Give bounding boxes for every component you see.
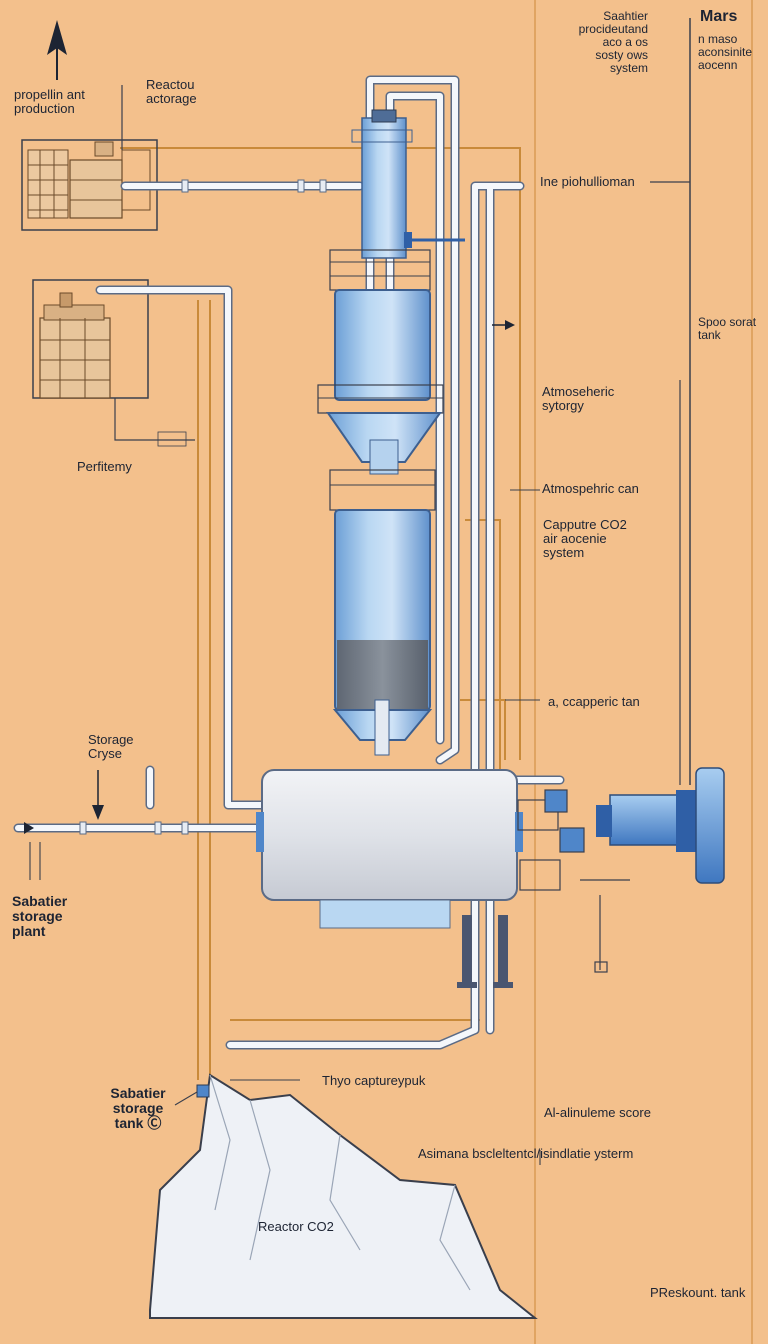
label-sabatier-top: Saahtier procideutand aco a os sosty ows… [578, 9, 648, 75]
up-arrow-icon [47, 20, 67, 55]
pipe-flanges [79, 179, 327, 835]
label-sabatier-tank: Sabatier storage tank Ⓒ [110, 1085, 166, 1131]
label-mars: Mars [700, 8, 738, 25]
label-capture-co2: Capputre CO2 air aocenie system [543, 517, 627, 560]
label-line-pipe: Ine piohullioman [540, 174, 635, 189]
valve-cluster [517, 789, 630, 973]
right-arrow-icon [24, 822, 34, 834]
leader-lines [29, 489, 541, 1165]
pump [596, 767, 725, 884]
label-propellant-production: propellin ant production [14, 87, 85, 116]
label-atmospheric-can: Atmospehric can [542, 481, 639, 496]
down-arrow-icon [92, 805, 104, 820]
leader-line [114, 398, 195, 441]
label-thyo-capture: Thyo captureypuk [322, 1073, 426, 1088]
label-spoo-tank: Spoo sorat tank [698, 315, 757, 342]
label-storage-cryse: Storage Cryse [88, 732, 134, 761]
label-al-score: Al-alinuleme score [544, 1105, 651, 1120]
label-atmospheric-storage: Atmoseheric sytorgy [542, 384, 615, 413]
mountain-valve [196, 1084, 210, 1098]
reactor-column [317, 109, 465, 756]
label-reactor-storage: Reactou actorage [146, 77, 197, 106]
right-arrow-icon [505, 320, 515, 330]
horizontal-drum [256, 769, 523, 988]
label-sabatier-plant: Sabatier storage plant [12, 893, 68, 939]
label-preskount-tank: PReskount. tank [650, 1285, 746, 1300]
label-mars-sub: n maso aconsinite aocenn [698, 32, 753, 72]
label-perfitemy: Perfitemy [77, 459, 132, 474]
mountain [149, 1073, 538, 1319]
label-capture-tan: a, ccapperic tan [548, 694, 640, 709]
label-asimana-system: Asimana bscleltentcl/isindlatie ysterm [418, 1146, 634, 1161]
label-reactor-co2: Reactor CO2 [258, 1219, 334, 1234]
perfitemy-tank [32, 279, 149, 399]
